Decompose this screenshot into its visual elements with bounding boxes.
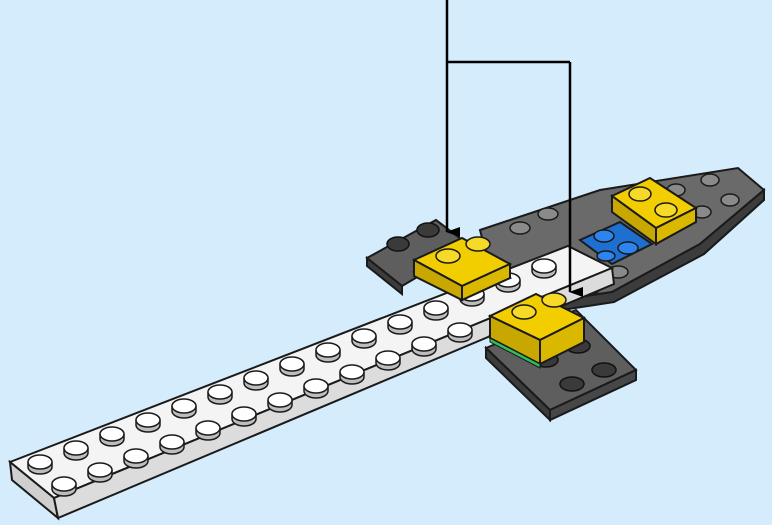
white-stud — [387, 314, 413, 330]
yellow-brick-lower — [487, 292, 587, 369]
white-stud — [303, 378, 329, 394]
yellow-brick-hull — [610, 176, 699, 246]
white-stud — [123, 448, 149, 464]
white-stud — [243, 370, 269, 386]
white-stud — [351, 328, 377, 344]
white-stud — [411, 336, 437, 352]
white-stud — [279, 356, 305, 372]
white-stud — [531, 258, 557, 274]
white-stud — [63, 440, 89, 456]
callout-arrows — [445, 0, 583, 297]
white-stud — [447, 322, 473, 338]
white-stud — [315, 342, 341, 358]
white-stud — [27, 454, 53, 470]
white-stud — [267, 392, 293, 408]
blue-plate — [578, 220, 654, 266]
white-plate-studs — [27, 258, 557, 497]
yellow-brick-upper — [411, 236, 513, 302]
white-long-plate — [8, 244, 616, 521]
white-stud — [51, 476, 77, 492]
dark-gray-wing-plate-upper — [365, 218, 472, 297]
white-stud — [135, 412, 161, 428]
white-stud — [423, 300, 449, 316]
white-stud — [207, 384, 233, 400]
white-stud — [171, 398, 197, 414]
upper-wing-studs — [386, 222, 440, 252]
white-stud — [375, 350, 401, 366]
white-stud — [231, 406, 257, 422]
white-stud — [159, 434, 185, 450]
white-stud — [99, 426, 125, 442]
white-stud — [195, 420, 221, 436]
white-stud — [87, 462, 113, 478]
white-stud — [339, 364, 365, 380]
